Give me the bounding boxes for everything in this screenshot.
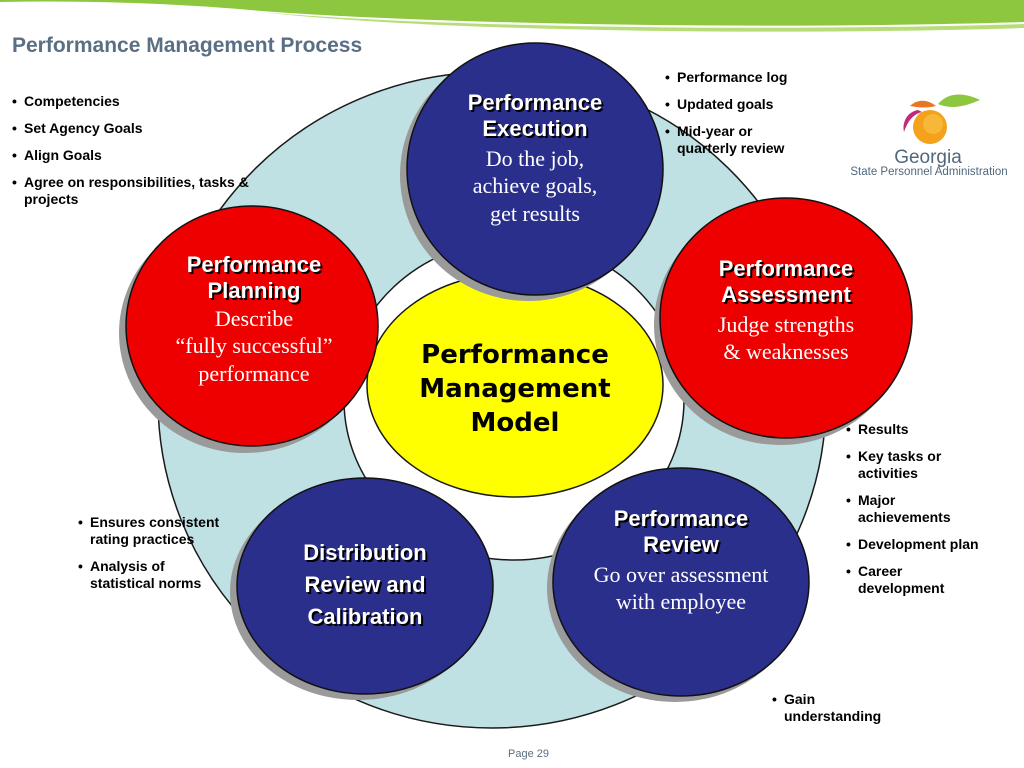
review-circle — [552, 467, 810, 697]
list-item: Competencies — [12, 93, 312, 110]
logo-georgia-wordmark: Georgia — [894, 147, 962, 168]
assessment-bullet-list: Results Key tasks or activities Major ac… — [846, 421, 986, 607]
list-item: Performance log — [665, 69, 815, 86]
list-item: Gain understanding — [772, 691, 912, 725]
distribution-circle — [236, 477, 494, 695]
list-item: Updated goals — [665, 96, 815, 113]
list-item: Results — [846, 421, 986, 438]
execution-bullet-list: Performance log Updated goals Mid-year o… — [665, 69, 815, 167]
execution-circle — [406, 42, 664, 296]
list-item: Analysis of statistical norms — [78, 558, 223, 592]
list-item: Set Agency Goals — [12, 120, 312, 137]
planning-circle — [125, 205, 379, 447]
page-number: Page 29 — [508, 748, 549, 760]
top-banner-highlight — [260, 12, 1024, 32]
center-model-circle — [366, 272, 664, 498]
assessment-circle — [659, 197, 913, 439]
list-item: Agree on responsibilities, tasks & proje… — [12, 174, 307, 208]
logo-subtitle: State Personnel Administration — [850, 166, 1008, 178]
georgia-peach-logo-icon — [903, 94, 980, 144]
slide-title: Performance Management Process — [12, 34, 363, 57]
top-green-banner — [0, 0, 1024, 26]
distribution-bullet-list: Ensures consistent rating practices Anal… — [78, 514, 223, 602]
list-item: Mid-year or quarterly review — [665, 123, 815, 157]
list-item: Development plan — [846, 536, 986, 553]
review-bullet-list: Gain understanding — [772, 691, 912, 735]
list-item: Ensures consistent rating practices — [78, 514, 223, 548]
list-item: Career development — [846, 563, 986, 597]
list-item: Align Goals — [12, 147, 312, 164]
list-item: Major achievements — [846, 492, 986, 526]
list-item: Key tasks or activities — [846, 448, 986, 482]
planning-bullet-list: Competencies Set Agency Goals Align Goal… — [12, 93, 312, 218]
